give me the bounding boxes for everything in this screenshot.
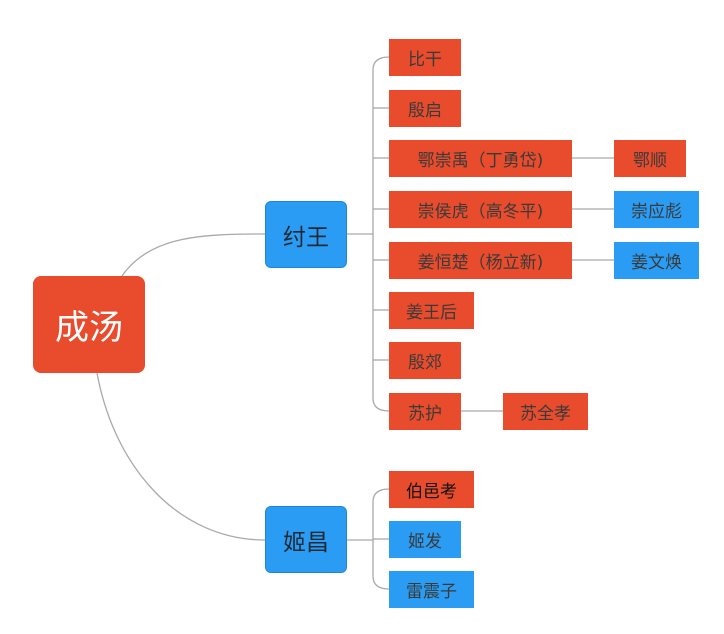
child-node-yinjiao[interactable]: 殷郊 [389,342,461,379]
child-node-suhu[interactable]: 苏护 [389,393,461,430]
grandchild-node-eshun[interactable]: 鄂顺 [614,140,686,177]
child-node-boyikao[interactable]: 伯邑考 [389,471,474,508]
child-node-bigan[interactable]: 比干 [389,39,461,76]
grandchild-node-jiangwenhuan[interactable]: 姜文焕 [614,242,699,279]
child-node-chonghouhu[interactable]: 崇侯虎（高冬平) [389,191,572,228]
child-node-jiangwanghou[interactable]: 姜王后 [389,292,474,329]
grandchild-node-chongyingbiao[interactable]: 崇应彪 [614,191,699,228]
root-node[interactable]: 成汤 [33,276,145,373]
child-node-jianghengchu[interactable]: 姜恒楚（杨立新) [389,242,572,279]
grandchild-node-suquanxiao[interactable]: 苏全孝 [503,393,588,430]
child-node-jifa[interactable]: 姬发 [389,521,461,558]
branch-node-jichang[interactable]: 姬昌 [265,506,347,573]
child-node-leizhenzi[interactable]: 雷震子 [389,571,474,608]
child-node-yinqi[interactable]: 殷启 [389,90,461,127]
child-node-echongyu[interactable]: 鄂崇禹（丁勇岱) [389,140,572,177]
branch-node-zhouwang[interactable]: 纣王 [265,201,347,268]
